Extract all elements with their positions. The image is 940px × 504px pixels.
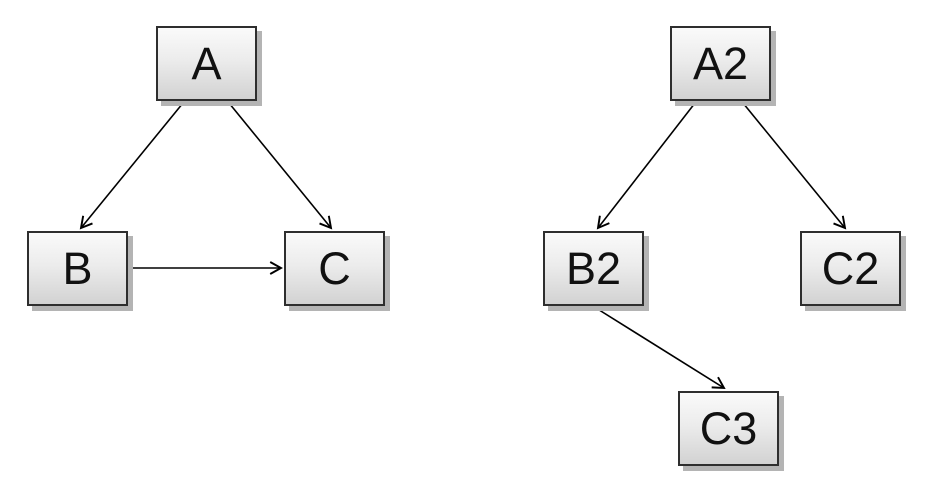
node-a2-label: A2	[692, 38, 749, 89]
edge-a2-to-b2	[596, 102, 696, 230]
node-c2-label: C2	[821, 243, 880, 294]
node-b2-label: B2	[565, 243, 622, 294]
node-b2: B2	[543, 231, 644, 306]
edge-b2-to-c3	[595, 307, 726, 390]
node-c3-label: C3	[699, 403, 758, 454]
edge-a2-to-c2	[742, 102, 847, 230]
node-a2: A2	[670, 26, 771, 101]
node-c-label: C	[318, 243, 351, 294]
node-a-label: A	[191, 38, 222, 89]
edge-a-to-b	[79, 102, 184, 230]
node-c3: C3	[678, 391, 779, 466]
node-c: C	[284, 231, 385, 306]
node-a: A	[156, 26, 257, 101]
edge-a-to-c	[228, 102, 333, 230]
node-b: B	[27, 231, 128, 306]
node-b-label: B	[62, 243, 93, 294]
node-c2: C2	[800, 231, 901, 306]
